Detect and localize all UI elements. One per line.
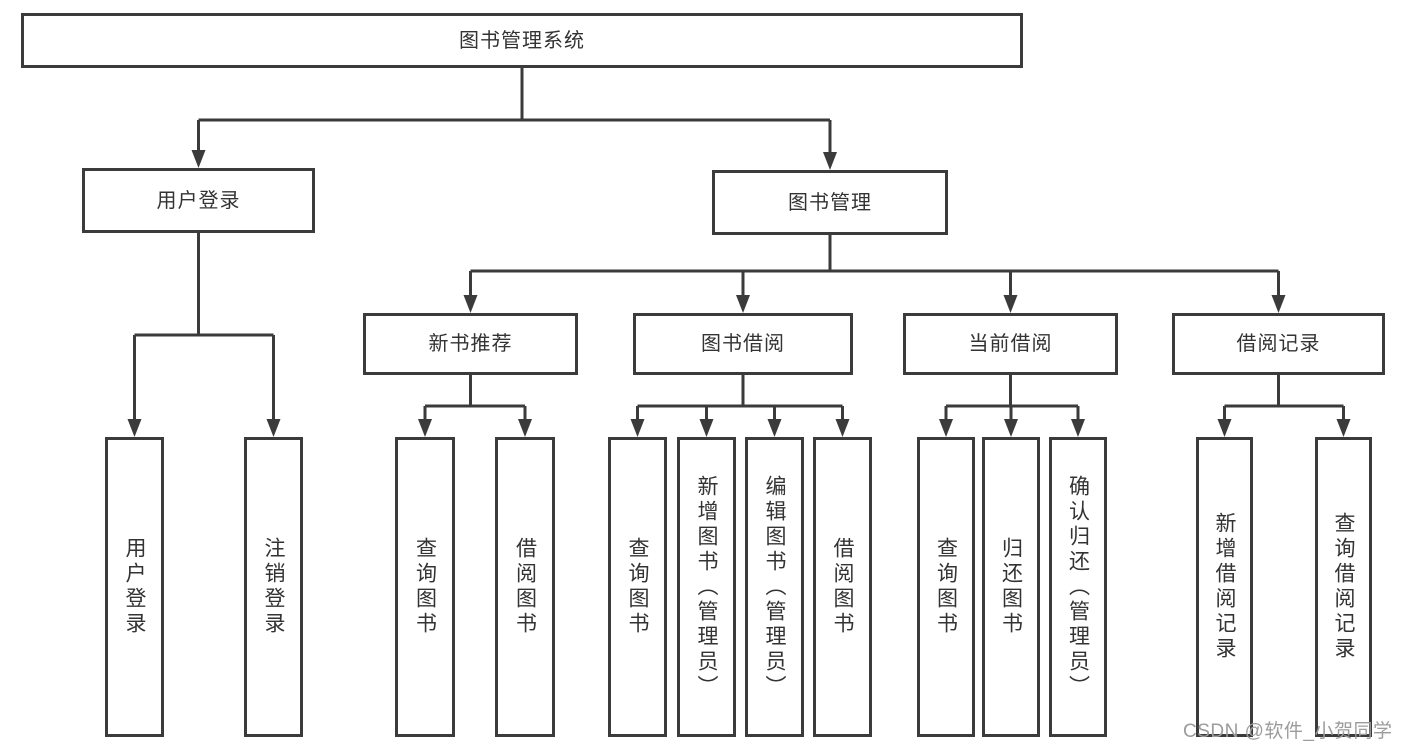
leaf-query-borrow-record: 查询借阅记录: [1315, 437, 1372, 737]
leaf-add-borrow-record: 新增借阅记录: [1196, 437, 1253, 737]
connector-new-book-children: [423, 375, 527, 422]
node-borrowing-records: 借阅记录: [1172, 313, 1385, 375]
leaf-confirm-return-admin: 确认归还（管理员）: [1049, 437, 1107, 737]
leaf-borrow-books-recommend: 借阅图书: [495, 437, 555, 737]
leaf-query-books-current: 查询图书: [917, 437, 975, 737]
connector-borrowing-records-children: [1223, 375, 1345, 422]
connector-book-borrowing-children: [636, 375, 844, 422]
connector-book-management-children: [469, 235, 1280, 298]
node-book-management: 图书管理: [712, 170, 948, 235]
watermark-text: CSDN @软件_小贺同学: [1183, 721, 1393, 742]
leaf-return-books: 归还图书: [982, 437, 1040, 737]
leaf-logout-login: 注销登录: [244, 437, 303, 737]
node-user-login: 用户登录: [82, 168, 315, 233]
node-library-management-system: 图书管理系统: [21, 13, 1023, 68]
connector-user-login-children: [133, 233, 275, 422]
arrowheads: [127, 150, 1351, 437]
leaf-query-books-borrowing: 查询图书: [608, 437, 667, 737]
node-new-book-recommendation: 新书推荐: [363, 313, 578, 375]
connector-root-to-level2: [197, 68, 832, 155]
node-current-borrowing: 当前借阅: [903, 313, 1118, 375]
node-book-borrowing: 图书借阅: [633, 313, 853, 375]
leaf-query-books-recommend: 查询图书: [395, 437, 455, 737]
leaf-user-login: 用户登录: [105, 437, 164, 737]
leaf-borrow-books: 借阅图书: [813, 437, 872, 737]
leaf-edit-books-admin: 编辑图书（管理员）: [745, 437, 804, 737]
leaf-add-books-admin: 新增图书（管理员）: [677, 437, 736, 737]
connector-current-borrowing-children: [944, 375, 1080, 422]
